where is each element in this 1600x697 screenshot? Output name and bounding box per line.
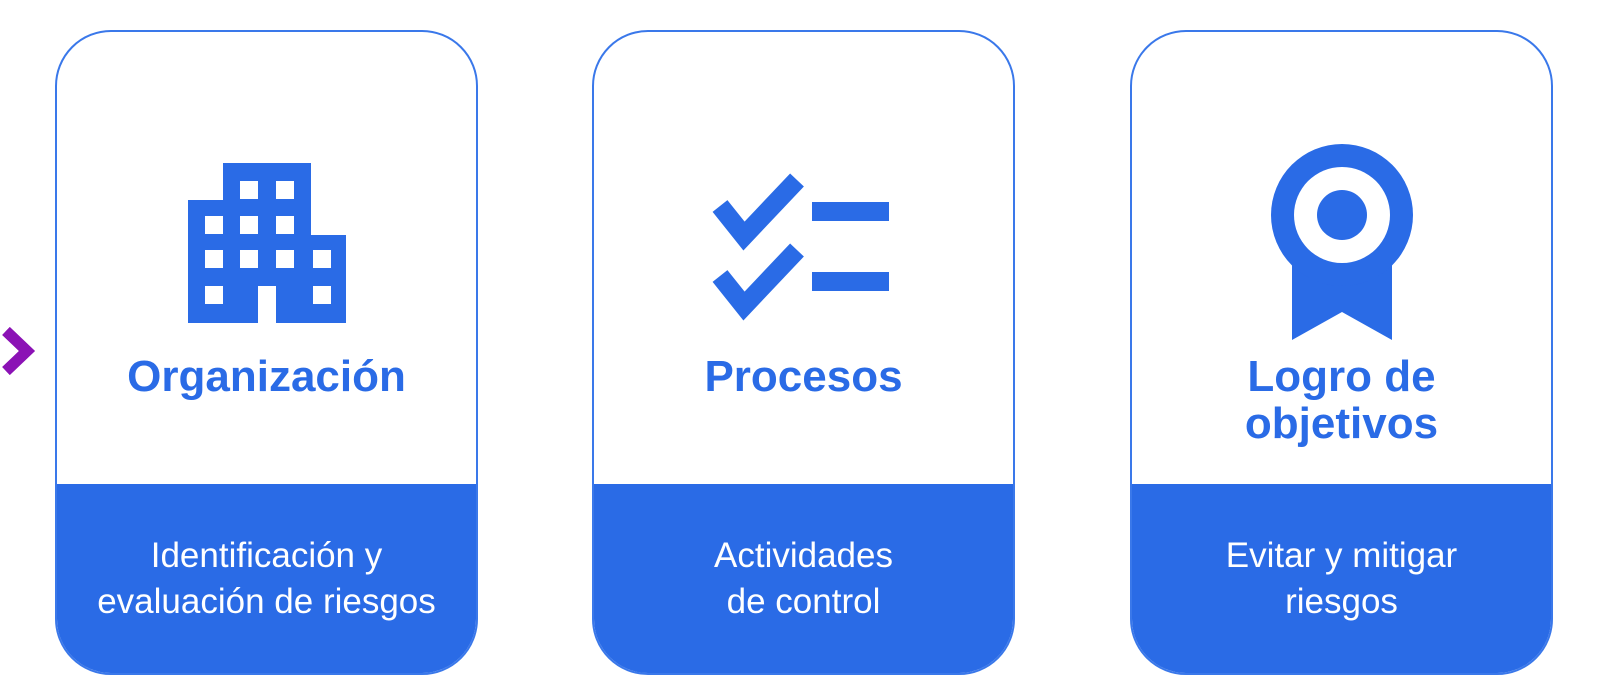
flow-arrow-2 (0, 326, 35, 376)
card-procesos-footer: Actividades de control (594, 484, 1013, 673)
card-logro-objetivos-footer: Evitar y mitigar riesgos (1132, 484, 1551, 673)
card-footer-line: de control (726, 581, 881, 621)
card-procesos: Procesos Actividades de control (592, 30, 1015, 675)
card-organizacion: Organización Identificación y evaluación… (55, 30, 478, 675)
card-title: Organización (127, 353, 406, 400)
card-footer-line: Identificación y (150, 536, 383, 576)
card-title-line: Logro de (1247, 352, 1436, 401)
card-logro-objetivos-body: Logro de objetivos (1132, 32, 1551, 484)
card-title: Procesos (704, 353, 902, 400)
card-footer-line: riesgos (1285, 581, 1398, 621)
icon-slot (1270, 143, 1414, 343)
card-title-line: Procesos (704, 352, 903, 401)
card-footer-line: evaluación de riesgos (97, 581, 436, 621)
card-title-line: objetivos (1244, 399, 1439, 449)
card-organizacion-footer: Identificación y evaluación de riesgos (57, 484, 476, 673)
building-icon (187, 163, 346, 323)
card-title-line: Organización (127, 352, 406, 401)
chevron-right-icon (2, 327, 35, 375)
card-footer-line: Actividades (714, 536, 893, 576)
card-footer-line: Evitar y mitigar (1225, 536, 1458, 576)
card-organizacion-body: Organización (57, 32, 476, 484)
checklist-icon (712, 173, 889, 321)
icon-slot (187, 143, 346, 343)
card-procesos-body: Procesos (594, 32, 1013, 484)
card-title: Logro de objetivos (1245, 353, 1438, 447)
card-logro-objetivos: Logro de objetivos Evitar y mitigar ries… (1130, 30, 1553, 675)
medal-icon (1270, 144, 1413, 340)
icon-slot (712, 143, 891, 343)
